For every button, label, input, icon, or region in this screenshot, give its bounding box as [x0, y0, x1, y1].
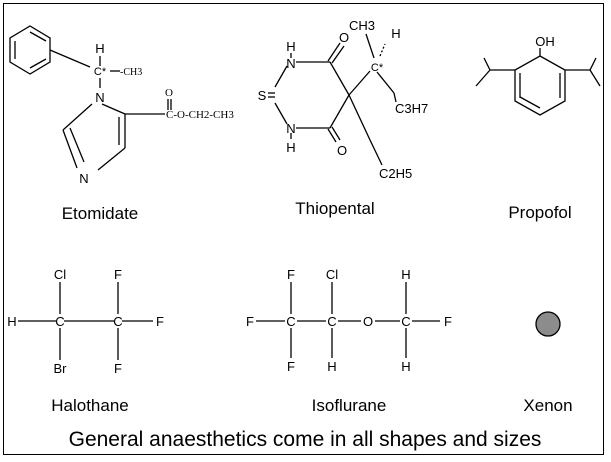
isoflurane-h-bot2-label: H: [327, 359, 336, 374]
thiopental-name: Thiopental: [295, 199, 374, 218]
etomidate-ester-label: C-O-CH2-CH3: [166, 109, 234, 121]
isoflurane-f-top1-label: F: [287, 267, 295, 282]
halothane-c1-label: C: [55, 314, 64, 329]
halothane-c2-label: C: [113, 314, 122, 329]
thiopental-h-top-label: H: [286, 39, 295, 54]
halothane-f-bot-label: F: [114, 361, 122, 376]
thiopental-h-bot-label: H: [286, 140, 295, 155]
isoflurane-o-label: O: [363, 314, 373, 329]
thiopental-n-bot-label: N: [286, 121, 295, 136]
isoflurane-cl-label: Cl: [326, 267, 338, 282]
isoflurane-f-right-label: F: [444, 314, 452, 329]
etomidate-name: Etomidate: [62, 204, 139, 223]
propofol-oh-label: OH: [535, 34, 555, 49]
thiopental-h-right-label: H: [391, 26, 400, 41]
propofol-structure: OH: [475, 34, 601, 116]
halothane-f-top-label: F: [114, 267, 122, 282]
etomidate-h-label: H: [95, 41, 104, 56]
isoflurane-c2-label: C: [327, 314, 336, 329]
etomidate-n1-label: N: [95, 90, 104, 105]
halothane-br-label: Br: [54, 361, 68, 376]
halothane-h-label: H: [7, 314, 16, 329]
thiopental-structure: H N O S N H O CH3 H C* C3H7 C2H5: [258, 18, 429, 181]
thiopental-c2h5-label: C2H5: [379, 166, 412, 181]
etomidate-ch3-label: -CH3: [120, 67, 142, 78]
isoflurane-h-bot3-label: H: [401, 359, 410, 374]
thiopental-ch3-label: CH3: [349, 18, 375, 33]
xenon-atom: [535, 311, 561, 337]
figure-caption: General anaesthetics come in all shapes …: [69, 428, 542, 451]
halothane-structure: Cl F H C C F Br F: [7, 267, 164, 376]
isoflurane-h-top-label: H: [401, 267, 410, 282]
thiopental-c3h7-label: C3H7: [395, 101, 428, 116]
isoflurane-name: Isoflurane: [312, 396, 387, 415]
thiopental-cstar-label: C*: [371, 62, 384, 74]
isoflurane-structure: F Cl H F C C O C F F H H: [246, 267, 452, 374]
thiopental-s-label: S: [258, 88, 267, 103]
halothane-cl-label: Cl: [54, 267, 66, 282]
halothane-f-right-label: F: [156, 314, 164, 329]
isoflurane-c1-label: C: [286, 314, 295, 329]
thiopental-n-top-label: N: [286, 56, 295, 71]
thiopental-o-bot-label: O: [337, 143, 347, 158]
etomidate-structure: H C* -CH3 N N O C-O-CH2-CH3: [9, 25, 234, 186]
figure-frame: [3, 3, 604, 455]
halothane-name: Halothane: [51, 396, 129, 415]
isoflurane-f-bot1-label: F: [287, 359, 295, 374]
propofol-name: Propofol: [508, 203, 571, 222]
isoflurane-c3-label: C: [401, 314, 410, 329]
thiopental-o-top-label: O: [339, 30, 349, 45]
etomidate-n2-label: N: [79, 171, 88, 186]
etomidate-cstar-label: C*: [94, 66, 107, 78]
xenon-name: Xenon: [523, 396, 572, 415]
etomidate-o-label: O: [165, 87, 173, 99]
isoflurane-f-left-label: F: [246, 314, 254, 329]
